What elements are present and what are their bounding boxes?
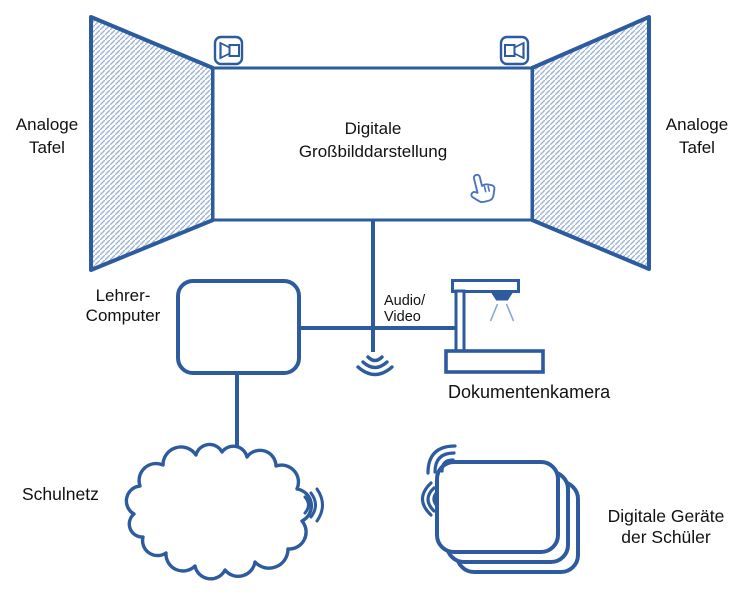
wifi-waves-icon xyxy=(426,444,457,475)
teacher-computer-shape xyxy=(176,279,301,375)
speaker-icon xyxy=(499,35,530,66)
wifi-waves-icon xyxy=(420,481,439,517)
wifi-waves-icon xyxy=(303,487,324,523)
analog-board-left-label: Analoge Tafel xyxy=(15,115,79,157)
network-cloud-shape xyxy=(124,442,314,581)
school-network-label: Schulnetz xyxy=(22,484,99,504)
hand-pointer-icon xyxy=(470,173,496,204)
student-devices-shape xyxy=(435,460,580,574)
teacher-computer-label: Lehrer- Computer xyxy=(85,286,161,325)
analog-board-left-shape xyxy=(89,15,215,272)
wifi-waves-icon xyxy=(356,355,394,377)
camera-light-ray xyxy=(505,303,515,322)
camera-light-ray xyxy=(489,303,499,322)
document-camera-label: Dokumentenkamera xyxy=(448,382,611,402)
document-camera-shape xyxy=(444,279,545,374)
av-link-label: Audio/ Video xyxy=(384,293,426,325)
digital-display-label: Digitale Großbilddarstellung xyxy=(298,119,448,161)
analog-board-right-shape xyxy=(530,15,651,271)
speaker-icon xyxy=(213,35,244,66)
analog-board-right-label: Analoge Tafel xyxy=(665,115,729,157)
student-devices-label: Digitale Geräte der Schüler xyxy=(607,506,725,547)
